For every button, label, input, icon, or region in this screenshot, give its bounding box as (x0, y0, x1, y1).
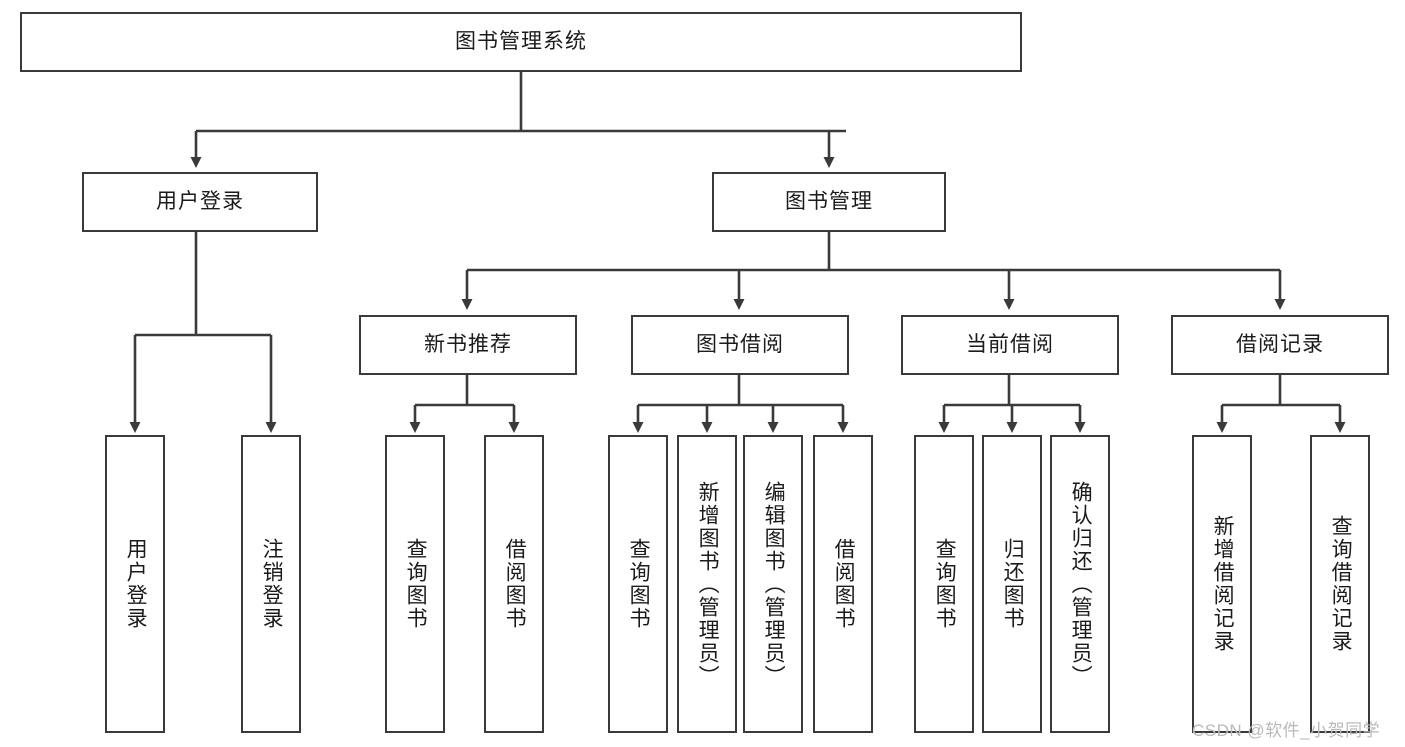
node-leaf-add-record[interactable]: 新增借阅记录 (1192, 435, 1252, 733)
node-leaf-edit-book[interactable]: 编辑图书（管理员） (743, 435, 803, 733)
node-leaf-user-login[interactable]: 用户登录 (105, 435, 165, 733)
node-current-borrow-label: 当前借阅 (966, 333, 1054, 357)
node-leaf-query-book-1[interactable]: 查询图书 (385, 435, 445, 733)
node-leaf-query-book-2-label: 查询图书 (627, 538, 651, 630)
node-borrow-record-label: 借阅记录 (1236, 333, 1324, 357)
node-leaf-confirm-return-label: 确认归还（管理员） (1069, 480, 1093, 688)
csdn-watermark: CSDN @软件_小贺同学 (1192, 721, 1381, 740)
node-leaf-query-book-3[interactable]: 查询图书 (914, 435, 974, 733)
node-new-book-rec[interactable]: 新书推荐 (359, 315, 577, 375)
node-leaf-borrow-book-1[interactable]: 借阅图书 (484, 435, 544, 733)
node-root[interactable]: 图书管理系统 (20, 12, 1022, 72)
node-leaf-logout-login[interactable]: 注销登录 (241, 435, 301, 733)
node-leaf-query-record[interactable]: 查询借阅记录 (1310, 435, 1370, 733)
node-book-borrow[interactable]: 图书借阅 (631, 315, 849, 375)
node-leaf-edit-book-label: 编辑图书（管理员） (762, 480, 786, 688)
node-leaf-confirm-return[interactable]: 确认归还（管理员） (1050, 435, 1110, 733)
node-leaf-query-book-3-label: 查询图书 (933, 538, 957, 630)
node-leaf-query-book-1-label: 查询图书 (404, 538, 428, 630)
node-borrow-record[interactable]: 借阅记录 (1171, 315, 1389, 375)
node-new-book-rec-label: 新书推荐 (424, 333, 512, 357)
node-leaf-borrow-book-2[interactable]: 借阅图书 (813, 435, 873, 733)
node-leaf-query-book-2[interactable]: 查询图书 (608, 435, 668, 733)
node-leaf-return-book-label: 归还图书 (1001, 538, 1025, 630)
node-current-borrow[interactable]: 当前借阅 (901, 315, 1119, 375)
node-leaf-add-book-label: 新增图书（管理员） (696, 480, 720, 688)
node-user-login[interactable]: 用户登录 (82, 172, 318, 232)
node-leaf-logout-login-label: 注销登录 (260, 538, 284, 630)
node-leaf-return-book[interactable]: 归还图书 (982, 435, 1042, 733)
node-leaf-add-book[interactable]: 新增图书（管理员） (677, 435, 737, 733)
node-leaf-borrow-book-1-label: 借阅图书 (503, 538, 527, 630)
node-leaf-add-record-label: 新增借阅记录 (1211, 515, 1235, 653)
node-book-borrow-label: 图书借阅 (696, 333, 784, 357)
node-book-manage[interactable]: 图书管理 (712, 172, 946, 232)
node-leaf-query-record-label: 查询借阅记录 (1329, 515, 1353, 653)
node-leaf-user-login-label: 用户登录 (124, 538, 148, 630)
node-user-login-label: 用户登录 (156, 190, 244, 214)
node-leaf-borrow-book-2-label: 借阅图书 (832, 538, 856, 630)
node-root-label: 图书管理系统 (455, 30, 587, 54)
node-book-manage-label: 图书管理 (785, 190, 873, 214)
